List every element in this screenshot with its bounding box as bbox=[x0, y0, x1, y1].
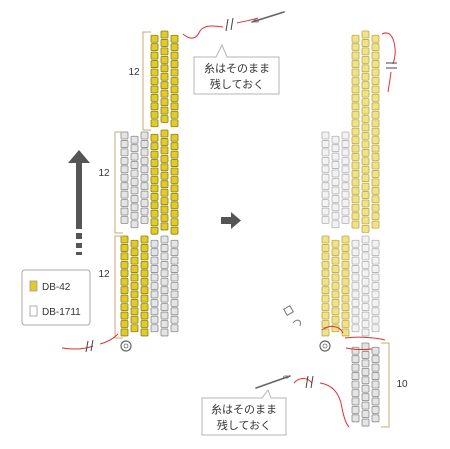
count-left-top: 12 bbox=[128, 67, 140, 78]
right-count-bracket bbox=[381, 342, 390, 428]
bead-column bbox=[130, 135, 139, 229]
thread-icon bbox=[61, 333, 119, 353]
bracket-left-middle bbox=[114, 131, 123, 234]
right-bead-columns bbox=[321, 30, 380, 427]
needle-icon bbox=[255, 375, 291, 389]
callout-bottom-line2: 残しておく bbox=[217, 418, 271, 432]
bead-column bbox=[150, 34, 159, 128]
thread-icon bbox=[381, 32, 397, 93]
stop-bead-icon bbox=[319, 340, 331, 352]
callout-top-line2: 残しておく bbox=[210, 77, 264, 91]
bead-column bbox=[331, 135, 340, 229]
bead-column bbox=[331, 239, 340, 333]
right-arrow-icon bbox=[221, 212, 241, 229]
legend-label-db1711: DB-1711 bbox=[42, 307, 81, 318]
thread-icon bbox=[321, 325, 386, 351]
bead-column bbox=[361, 342, 370, 427]
bead-column bbox=[361, 235, 370, 337]
count-left-bottom: 12 bbox=[98, 269, 110, 280]
thread-icon bbox=[182, 17, 259, 39]
left-bead-columns bbox=[120, 30, 179, 337]
left-count-brackets bbox=[114, 31, 151, 339]
legend: DB-42 DB-1711 bbox=[21, 269, 91, 326]
bead-column bbox=[170, 133, 179, 235]
bead-column bbox=[120, 131, 129, 224]
bead-column bbox=[361, 30, 370, 233]
stop-bead-icon bbox=[120, 340, 132, 352]
bead-column bbox=[371, 239, 380, 333]
legend-label-db42: DB-42 bbox=[42, 282, 71, 293]
bead-column bbox=[341, 131, 350, 224]
callout-bottom: 糸はそのまま 残しておく bbox=[201, 388, 287, 436]
callout-top-line1: 糸はそのまま bbox=[204, 62, 270, 75]
count-left-middle: 12 bbox=[98, 168, 110, 179]
legend-swatch-db1711 bbox=[29, 305, 38, 317]
bracket-left-bottom bbox=[114, 235, 123, 339]
bead-column bbox=[371, 34, 380, 229]
needle-icon bbox=[251, 11, 285, 23]
bead-column bbox=[140, 131, 149, 224]
bead-column bbox=[120, 235, 129, 337]
bead-column bbox=[321, 131, 330, 224]
bead-column bbox=[170, 34, 179, 128]
bead-column bbox=[351, 239, 360, 333]
bead-column bbox=[130, 239, 139, 333]
bead-column bbox=[160, 235, 169, 337]
up-arrow-icon bbox=[68, 150, 90, 255]
bead-column bbox=[140, 235, 149, 337]
bead-column bbox=[160, 129, 169, 231]
bead-column bbox=[371, 346, 380, 423]
legend-swatch-db42 bbox=[29, 280, 38, 292]
bracket-left-top bbox=[142, 31, 151, 131]
bead-column bbox=[150, 239, 159, 333]
bead-column bbox=[341, 235, 350, 337]
thread-icon bbox=[293, 375, 350, 428]
bead-column bbox=[351, 346, 360, 423]
bead-column bbox=[170, 239, 179, 333]
callout-top: 糸はそのまま 残しておく bbox=[193, 43, 280, 95]
loose-bead-icon bbox=[283, 305, 301, 327]
bead-column bbox=[321, 235, 330, 337]
callout-bottom-line1: 糸はそのまま bbox=[211, 403, 277, 416]
bead-column bbox=[160, 30, 169, 123]
count-right-bottom: 10 bbox=[396, 379, 408, 390]
bead-column bbox=[150, 133, 159, 235]
bead-column bbox=[351, 34, 360, 229]
